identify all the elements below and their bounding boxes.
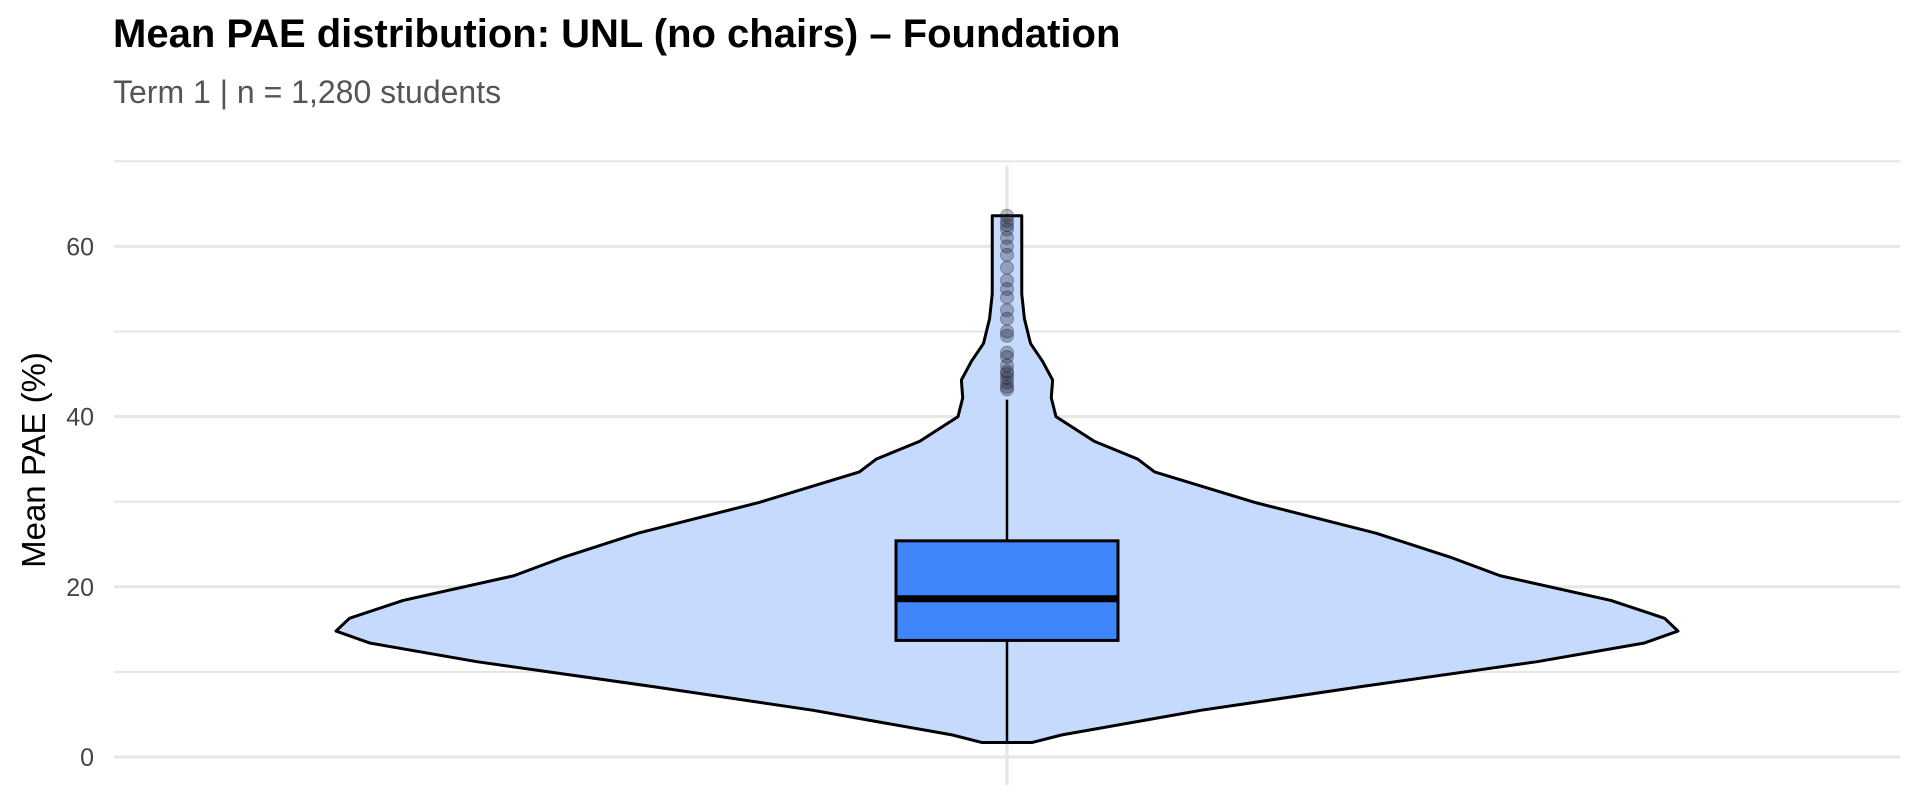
outlier-point [1000,218,1014,233]
outlier-point [1000,358,1014,373]
outlier-point [1000,379,1014,394]
outlier-point [1000,208,1014,223]
outlier-point [1000,273,1014,288]
outlier-point [1000,367,1014,382]
y-tick-label: 60 [66,233,94,261]
y-tick-label: 40 [66,404,94,432]
outlier-point [1000,290,1014,305]
y-axis-label: Mean PAE (%) [15,352,52,568]
outlier-point [1000,230,1014,245]
chart-subtitle: Term 1 | n = 1,280 students [113,74,502,110]
chart-title: Mean PAE distribution: UNL (no chairs) –… [113,12,1121,56]
outlier-point [1000,364,1014,379]
outlier-point [1000,324,1014,339]
y-tick-label: 0 [80,744,94,772]
outlier-point [1000,239,1014,254]
outlier-point [1000,328,1014,343]
box-iqr [894,539,1120,642]
outlier-point [1000,247,1014,262]
outlier-point [1000,311,1014,326]
outlier-point [1000,213,1014,228]
plot-marks [334,208,1680,745]
outlier-point [1000,303,1014,318]
outlier-point [1000,281,1014,296]
outlier-point [1000,260,1014,275]
outlier-point [1000,350,1014,365]
outlier-point [1000,371,1014,386]
outlier-point [1000,345,1014,360]
outlier-point [1000,382,1014,397]
y-tick-label: 20 [66,574,94,602]
outlier-point [1000,375,1014,390]
outlier-point [1000,222,1014,237]
y-tick-labels: 0 20 40 60 [66,233,94,772]
